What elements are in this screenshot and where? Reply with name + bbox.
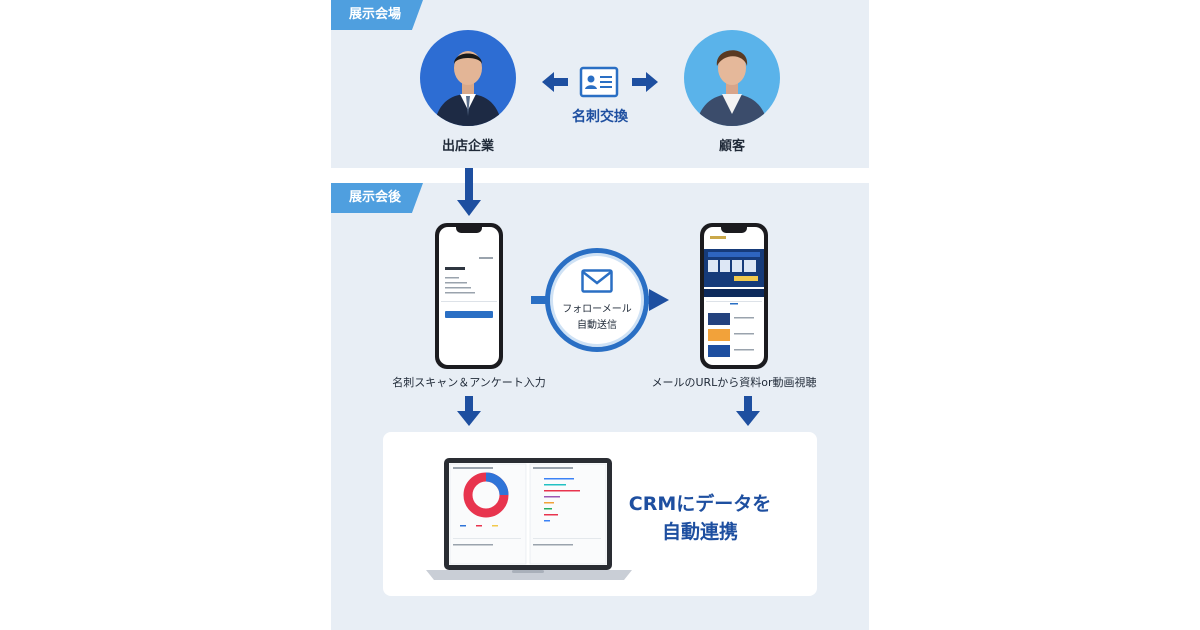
customer-avatar <box>684 30 780 126</box>
laptop-icon <box>426 458 632 580</box>
mail-icon <box>581 269 613 293</box>
exhibitor-label: 出店企業 <box>441 139 494 154</box>
follow-mail-badge: フォローメール 自動送信 <box>545 248 649 352</box>
scan-caption: 名刺スキャン＆アンケート入力 <box>392 376 546 389</box>
viewer-phone <box>700 223 768 369</box>
venue-tag: 展示会場 <box>331 0 423 30</box>
follow-mail-line2: 自動送信 <box>577 320 617 331</box>
arrow-down-icon <box>457 168 481 216</box>
after-event-tag: 展示会後 <box>331 183 423 213</box>
follow-mail-line1: フォローメール <box>562 304 632 315</box>
viewer-phone-screen <box>704 227 764 365</box>
exhibitor-avatar <box>420 30 516 126</box>
business-card-icon <box>579 66 619 98</box>
viewer-caption: メールのURLから資料or動画視聴 <box>651 376 817 389</box>
crm-line2: 自動連携 <box>661 521 738 543</box>
arrow-down-icon <box>457 396 481 426</box>
customer-label: 顧客 <box>718 139 745 154</box>
scan-phone <box>435 223 503 369</box>
exchange-arrows <box>542 72 658 92</box>
scan-phone-screen <box>439 227 499 365</box>
crm-line1: CRMにデータを <box>628 493 772 515</box>
arrow-down-icon <box>736 396 760 426</box>
exchange-label: 名刺交換 <box>572 109 628 125</box>
